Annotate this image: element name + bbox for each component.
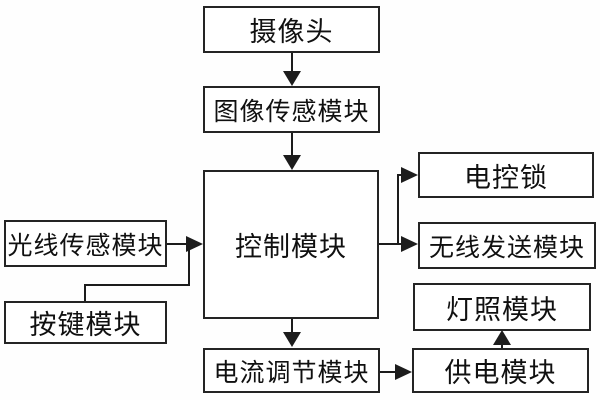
node-control-module: 控制模块 (203, 170, 379, 319)
edge-current-to-power-line (380, 371, 397, 373)
edge-light-sensor-to-control-line (167, 243, 189, 245)
node-wireless-send-module: 无线发送模块 (418, 222, 596, 269)
edge-control-branch-vertical-line (397, 174, 399, 245)
node-light-sensor-module: 光线传感模块 (4, 220, 167, 267)
node-power-supply-module: 供电模块 (412, 348, 589, 393)
edge-control-to-wireless-line (379, 243, 402, 245)
node-lighting-module: 灯照模块 (413, 283, 591, 331)
edge-button-to-control-line-vertical (84, 284, 86, 301)
node-electric-lock: 电控锁 (418, 152, 594, 198)
node-camera: 摄像头 (203, 6, 380, 53)
arrowhead-right-icon (401, 236, 418, 252)
edge-power-to-lighting-line (501, 343, 503, 348)
node-button-module: 按键模块 (4, 301, 167, 344)
arrowhead-down-icon (283, 71, 301, 86)
edge-control-to-current-line (291, 319, 293, 333)
arrowhead-right-icon (186, 236, 203, 252)
arrowhead-down-icon (283, 332, 301, 347)
edge-camera-to-image-sensor-line (291, 53, 293, 72)
arrowhead-right-icon (395, 364, 412, 380)
edge-control-to-lock-line (397, 174, 403, 176)
edge-image-sensor-to-control-line (291, 133, 293, 155)
edge-button-to-control-line-riser (188, 244, 190, 286)
arrowhead-down-icon (283, 155, 301, 170)
arrowhead-right-icon (401, 167, 418, 183)
node-current-regulation-module: 电流调节模块 (203, 348, 380, 393)
node-image-sensor-module: 图像传感模块 (203, 86, 380, 133)
edge-button-to-control-line-horizontal (84, 284, 190, 286)
arrowhead-up-icon (493, 330, 511, 345)
